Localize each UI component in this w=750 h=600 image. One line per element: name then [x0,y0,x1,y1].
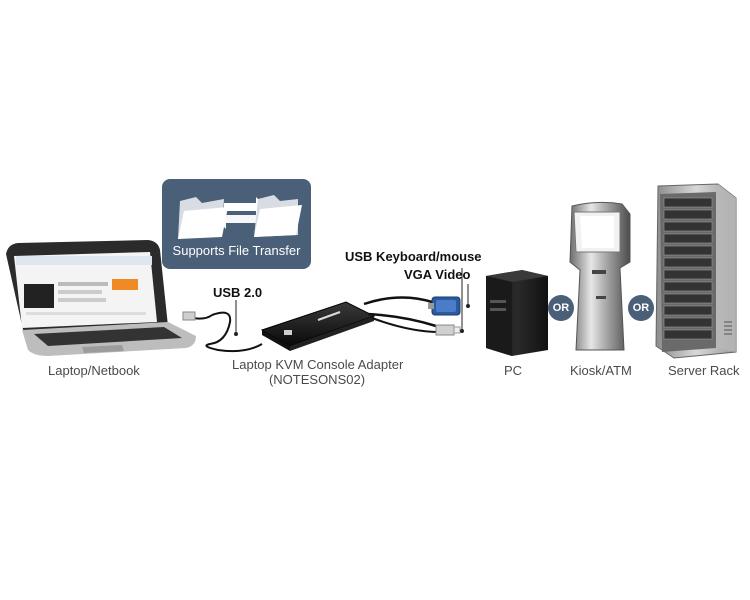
folder-icon [254,195,302,237]
adapter-label: Laptop KVM Console Adapter (NOTESONS02) [232,357,404,387]
adapter-label-line1: Laptop KVM Console Adapter [232,357,404,372]
server-rack-units [663,197,713,340]
server-rack-image [655,183,737,359]
server-rack-label: Server Rack [668,363,740,378]
or-badge: OR [548,295,574,321]
laptop-image [6,240,196,356]
callout-text: Supports File Transfer [172,243,301,258]
pc-label: PC [504,363,523,378]
usb-keyboard-mouse-label: USB Keyboard/mouse [345,249,482,264]
adapter-label-line2: (NOTESONS02) [268,372,366,387]
double-arrow-icon [216,197,266,229]
output-cables [363,296,441,333]
laptop-label: Laptop/Netbook [48,363,140,378]
or-badge: OR [628,295,654,321]
folder-icon [178,197,228,239]
vga-video-label: VGA Video [404,267,471,282]
file-transfer-callout: Supports File Transfer [162,179,311,269]
usb-keyboard-mouse-connector [435,324,461,336]
kiosk-label: Kiosk/ATM [570,363,632,378]
usb-label: USB 2.0 [213,285,263,300]
pc-tower-image [486,270,548,356]
kvm-adapter-image [260,301,376,351]
usb-cable [182,300,263,353]
vga-connector [428,296,461,316]
file-transfer-graphic [178,195,302,239]
kiosk-image [569,201,631,351]
